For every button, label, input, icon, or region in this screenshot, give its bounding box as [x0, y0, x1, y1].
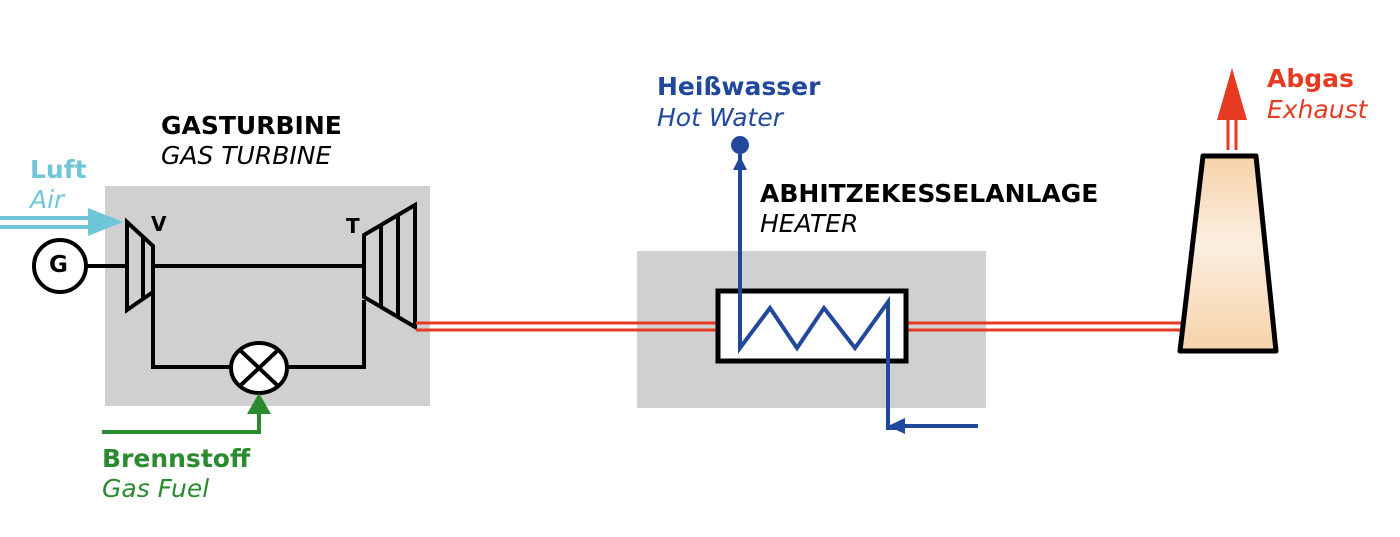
- combustion-loop: [151, 292, 366, 369]
- generator-label: G: [49, 252, 68, 278]
- hot-water-label-en: Hot Water: [657, 103, 783, 132]
- heater-title-de: ABHITZEKESSELANLAGE: [760, 179, 1099, 208]
- combustor-symbol: [229, 341, 289, 395]
- exhaust-label-de: Abgas: [1267, 64, 1354, 93]
- air-inlet-arrow: [0, 208, 123, 236]
- turbine-label: T: [346, 214, 360, 238]
- exhaust-gas-pipe: [416, 321, 1184, 332]
- fuel-inlet-arrow: [102, 393, 271, 434]
- fuel-label-en: Gas Fuel: [102, 474, 210, 503]
- fuel-label-de: Brennstoff: [102, 444, 251, 473]
- water-inlet-arrow: [888, 418, 978, 434]
- generator-symbol: [32, 238, 127, 294]
- air-label-de: Luft: [30, 155, 87, 184]
- gas-turbine-title-en: GAS TURBINE: [161, 141, 332, 170]
- water-coil: [738, 154, 905, 430]
- hot-water-outlet: [731, 136, 749, 170]
- heater-title-en: HEATER: [760, 209, 859, 238]
- air-label-en: Air: [30, 185, 65, 214]
- chimney: [1177, 153, 1279, 354]
- gas-turbine-title-de: GASTURBINE: [161, 111, 342, 140]
- turbine-symbol: [362, 201, 417, 331]
- hot-water-label-de: Heißwasser: [657, 72, 821, 101]
- exhaust-outlet-arrow: [1217, 68, 1247, 150]
- compressor-label: V: [151, 212, 167, 236]
- exhaust-label-en: Exhaust: [1267, 95, 1368, 124]
